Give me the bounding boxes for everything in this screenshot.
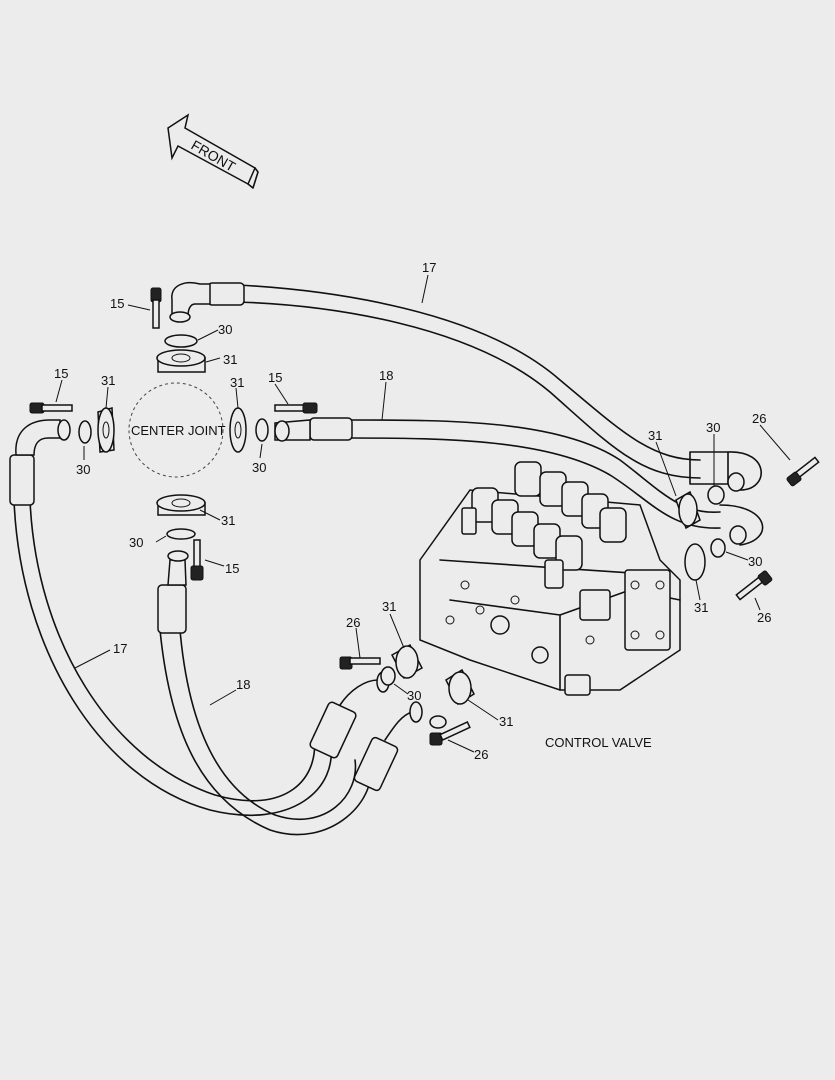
bolt-15-left [29, 402, 73, 414]
leader-lines [55, 274, 791, 753]
flange-31-top [156, 349, 206, 373]
callout-15-left: 15 [54, 366, 68, 381]
bolt-26-upper [786, 456, 820, 487]
flange-31-front-lower [445, 668, 475, 706]
callout-31-cv-lower: 31 [694, 600, 708, 615]
control-valve [419, 461, 681, 696]
callouts: 17 15 30 31 15 31 30 31 15 30 18 31 30 2… [54, 260, 771, 762]
callout-17-upper: 17 [422, 260, 436, 275]
bolt-15-top [150, 287, 162, 329]
bolt-26-lower [735, 570, 773, 601]
callout-26-front-upper: 26 [346, 615, 360, 630]
bolt-26-front-lower [429, 720, 471, 746]
flange-31-right [229, 407, 247, 453]
oring-30-cv-upper [707, 485, 725, 505]
callout-15-top: 15 [110, 296, 124, 311]
oring-30-bottom [166, 528, 196, 540]
center-joint-label: CENTER JOINT [131, 423, 226, 438]
callout-26-front-lower: 26 [474, 747, 488, 762]
callout-31-front-lower: 31 [499, 714, 513, 729]
callout-30-bottom: 30 [129, 535, 143, 550]
oring-30-cv-lower [710, 538, 726, 558]
hose-17-upper [169, 281, 762, 492]
solenoid-cartridges [461, 461, 627, 589]
oring-30-front-upper [380, 666, 396, 686]
callout-31-cv-upper: 31 [648, 428, 662, 443]
flange-31-left [97, 407, 115, 453]
flange-31-cv-upper [675, 490, 701, 530]
bolt-15-bottom [190, 539, 204, 581]
hose-17-lower [9, 419, 390, 816]
callout-17-lower: 17 [113, 641, 127, 656]
callout-31-right: 31 [230, 375, 244, 390]
flange-31-front-upper [390, 643, 424, 680]
callout-30-front-upper: 30 [407, 688, 421, 703]
callout-18-lower: 18 [236, 677, 250, 692]
bolt-26-front-upper [339, 656, 381, 670]
oring-30-front-lower [429, 715, 447, 729]
bolt-15-right [274, 402, 318, 414]
flange-31-cv-lower [684, 543, 706, 581]
oring-30-right [255, 418, 269, 442]
callout-30-right: 30 [252, 460, 266, 475]
callout-31-left: 31 [101, 373, 115, 388]
hose-18-upper [274, 417, 764, 546]
callout-26-cv-upper: 26 [752, 411, 766, 426]
callout-30-cv-lower: 30 [748, 554, 762, 569]
control-valve-label: CONTROL VALVE [545, 735, 652, 750]
callout-15-right: 15 [268, 370, 282, 385]
flange-31-bottom [156, 494, 206, 516]
callout-30-top: 30 [218, 322, 232, 337]
oring-30-left [78, 420, 92, 444]
callout-31-front-upper: 31 [382, 599, 396, 614]
oring-30-top [164, 334, 198, 348]
callout-15-bottom: 15 [225, 561, 239, 576]
front-arrow-icon: FRONT [167, 113, 259, 189]
callout-30-cv-upper: 30 [706, 420, 720, 435]
hose-18-lower [157, 550, 423, 836]
callout-18-upper: 18 [379, 368, 393, 383]
callout-31-bottom: 31 [221, 513, 235, 528]
callout-30-left: 30 [76, 462, 90, 477]
callout-31-top: 31 [223, 352, 237, 367]
center-joint: CENTER JOINT [128, 382, 226, 478]
callout-26-cv-lower: 26 [757, 610, 771, 625]
